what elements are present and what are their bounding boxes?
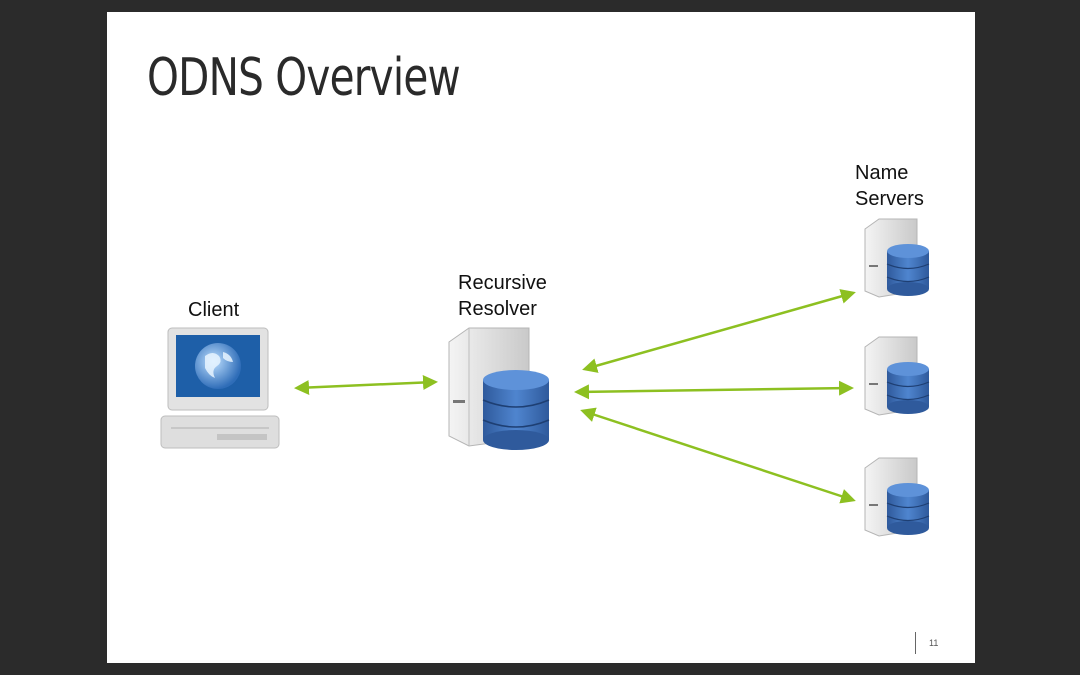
connection-arrows [294,289,856,504]
arrow-resolver-nameserver-3 [580,407,856,504]
name-server-2-icon [864,336,930,416]
slide-number-divider [915,632,916,654]
recursive-resolver-label: Recursive Resolver [458,272,547,320]
computer-globe-icon [160,327,280,449]
server-database-icon [448,327,550,450]
diagram [160,218,930,537]
arrow-resolver-nameserver-1 [582,289,856,373]
name-servers-label: Name Servers [855,162,924,210]
name-server-3-icon [864,457,930,537]
client-label: Client [188,299,240,321]
name-server-1-icon [864,218,930,298]
arrow-resolver-nameserver-2 [574,380,854,400]
arrow-client-resolver [294,375,438,395]
slide: ODNS Overview [107,12,975,663]
slide-title: ODNS Overview [147,48,461,108]
slide-number: 11 [929,638,939,648]
